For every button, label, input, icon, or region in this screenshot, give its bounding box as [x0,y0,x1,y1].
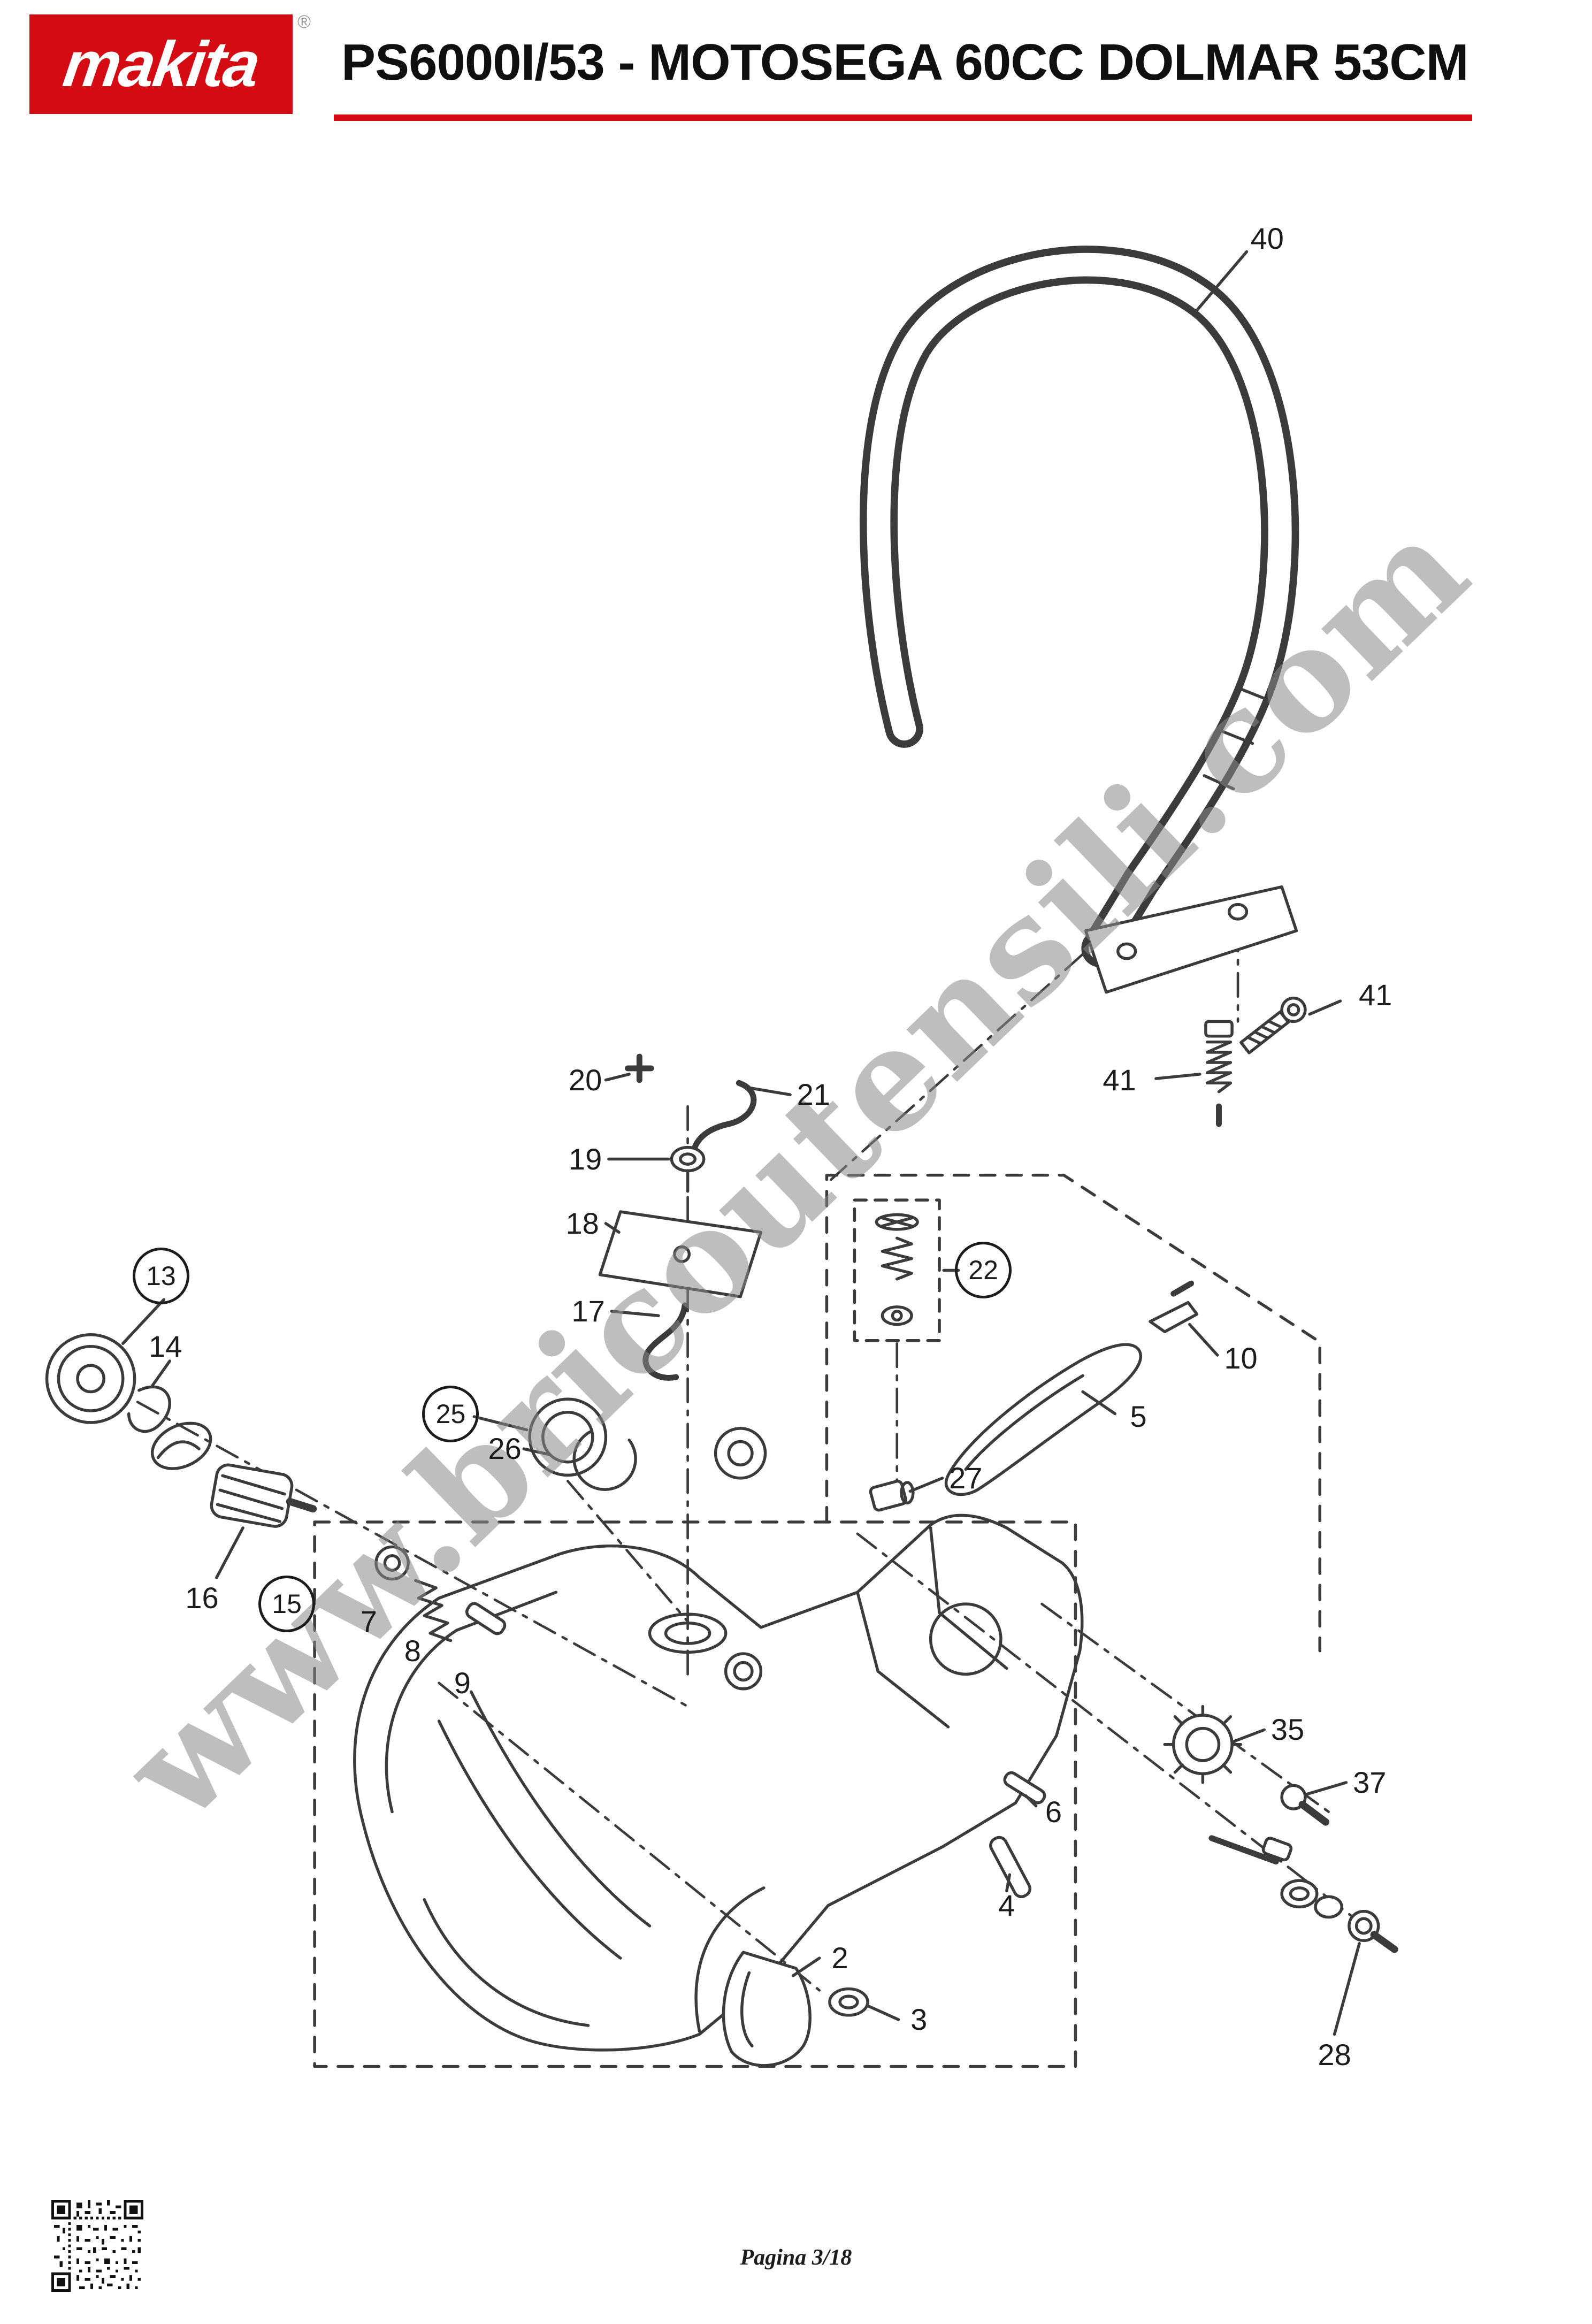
page-number: Pagina 3/18 [740,2245,852,2270]
part-callout-17: 17 [571,1294,605,1328]
part-callout-10: 10 [1224,1341,1258,1375]
part-callout-4: 4 [998,1888,1015,1922]
part-callout-22: 22 [955,1242,1012,1299]
part-callout-6: 6 [1045,1794,1062,1829]
part-callout-41: 41 [1103,1062,1136,1097]
part-callout-8: 8 [404,1633,421,1668]
part-callout-41: 41 [1359,978,1392,1012]
part-callout-3: 3 [910,2002,928,2036]
part-callout-18: 18 [565,1206,599,1240]
part-callout-5: 5 [1130,1399,1147,1433]
part-callout-9: 9 [454,1665,471,1700]
registered-trademark: ® [297,12,311,32]
page-title: PS6000I/53 - MOTOSEGA 60CC DOLMAR 53CM [341,34,1469,91]
header-rule [334,114,1472,121]
part-callout-40: 40 [1250,221,1284,255]
part-callout-16: 16 [185,1581,219,1615]
part-callout-13: 13 [132,1248,189,1305]
part-callout-28: 28 [1318,2037,1351,2071]
part-callout-35: 35 [1270,1713,1305,1747]
makita-logo: makita [29,14,293,114]
part-callout-37: 37 [1353,1765,1387,1799]
part-callout-25: 25 [422,1385,479,1442]
part-callout-7: 7 [360,1604,377,1638]
brand-name: makita [59,28,263,100]
part-callout-2: 2 [831,1941,848,1975]
part-callout-20: 20 [568,1062,602,1097]
part-callout-27: 27 [949,1461,983,1495]
part-callout-14: 14 [148,1329,182,1363]
qr-code [51,2200,143,2292]
part-callout-26: 26 [488,1432,522,1466]
part-callout-15: 15 [258,1576,316,1633]
part-callout-21: 21 [797,1077,830,1112]
part-callout-19: 19 [568,1142,602,1176]
